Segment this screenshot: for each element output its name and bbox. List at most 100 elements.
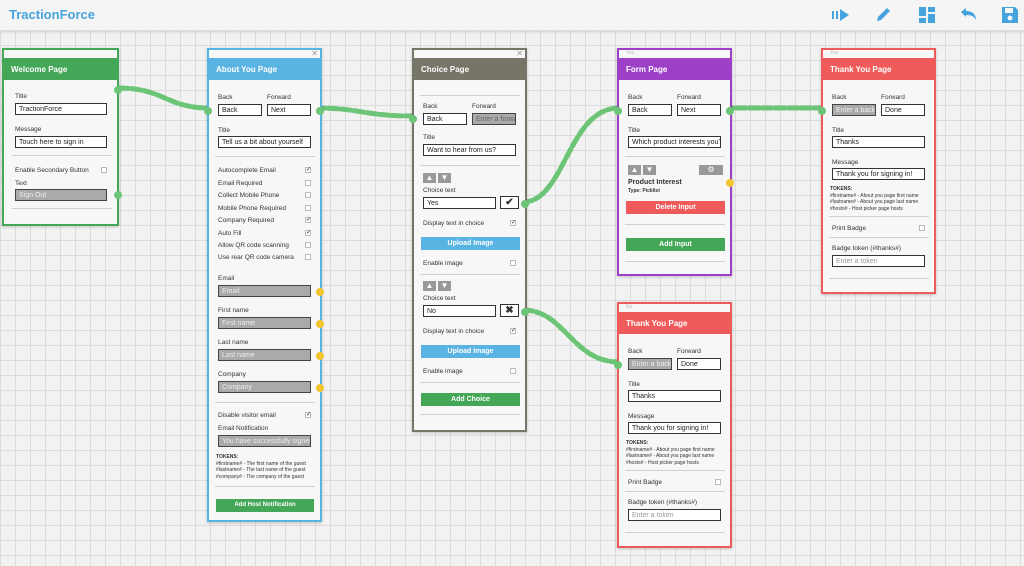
pencil-icon[interactable] xyxy=(872,4,896,26)
enable-image-checkbox[interactable] xyxy=(510,260,516,266)
move-up-icon[interactable]: ▲ xyxy=(423,173,436,183)
divider xyxy=(215,156,315,157)
gear-icon[interactable]: ⚙ xyxy=(699,165,723,175)
input-connector[interactable] xyxy=(818,107,826,115)
check-icon[interactable]: ✔ xyxy=(500,196,519,209)
play-icon[interactable] xyxy=(829,4,853,26)
thanks-message-input[interactable]: Thank you for signing in! xyxy=(832,168,925,180)
form-page-header[interactable]: Form Page xyxy=(619,58,730,80)
enable-image-checkbox[interactable] xyxy=(510,368,516,374)
rear-camera-checkbox[interactable] xyxy=(305,254,311,260)
forward-input[interactable]: Next xyxy=(267,104,311,116)
form-page-card[interactable]: Yes Form Page Back Forward Back Next Tit… xyxy=(614,48,734,276)
divider xyxy=(420,165,520,166)
collect-mobile-checkbox[interactable] xyxy=(305,192,311,198)
divider xyxy=(420,382,520,383)
back-input[interactable]: Enter a back xyxy=(832,104,876,116)
last-name-connector[interactable] xyxy=(316,352,324,360)
upload-image-button[interactable]: Upload Image xyxy=(421,345,520,358)
mobile-required-checkbox[interactable] xyxy=(305,205,311,211)
field-connector[interactable] xyxy=(726,179,734,187)
choice-yes-input[interactable]: Yes xyxy=(423,197,496,209)
welcome-page-header[interactable]: Welcome Page xyxy=(4,58,117,80)
no-output-connector[interactable] xyxy=(521,308,529,316)
choice-page-card[interactable]: ✕ Choice Page Back Forward Back Enter a … xyxy=(409,48,529,432)
welcome-page-card[interactable]: Welcome Page Title TractionForce Message… xyxy=(2,48,122,226)
welcome-title-input[interactable]: TractionForce xyxy=(15,103,107,115)
badge-token-input[interactable]: Enter a token xyxy=(628,509,721,521)
display-text-checkbox[interactable]: ✓ xyxy=(510,220,517,226)
thanks-title-input[interactable]: Thanks xyxy=(628,390,721,402)
close-icon[interactable]: ✕ xyxy=(516,49,523,58)
badge-token-input[interactable]: Enter a token xyxy=(832,255,925,267)
thank-you-page-yes-card[interactable]: Yes Thank You Page Back Forward Enter a … xyxy=(818,48,936,294)
email-notification-input[interactable]: You have successfully signed in xyxy=(218,435,311,447)
move-up-icon[interactable]: ▲ xyxy=(423,281,436,291)
grid-icon[interactable] xyxy=(915,4,939,26)
print-badge-checkbox[interactable] xyxy=(919,225,925,231)
back-input[interactable]: Back xyxy=(218,104,262,116)
back-input[interactable]: Back xyxy=(423,113,467,125)
input-connector[interactable] xyxy=(204,107,212,115)
choice-page-header[interactable]: Choice Page xyxy=(414,58,525,80)
forward-input[interactable]: Done xyxy=(881,104,925,116)
enable-image-label: Enable image xyxy=(423,368,463,375)
output-connector[interactable] xyxy=(316,107,324,115)
secondary-output-connector[interactable] xyxy=(114,191,122,199)
back-input[interactable]: Enter a back xyxy=(628,358,672,370)
email-input[interactable]: Email xyxy=(218,285,311,297)
move-down-icon[interactable]: ▼ xyxy=(438,281,451,291)
input-connector[interactable] xyxy=(614,107,622,115)
email-required-checkbox[interactable] xyxy=(305,180,311,186)
auto-fill-checkbox[interactable]: ✓ xyxy=(305,230,312,236)
badge-token-label: Badge token (#thanks#) xyxy=(832,245,902,252)
yes-output-connector[interactable] xyxy=(521,200,529,208)
forward-input[interactable]: Done xyxy=(677,358,721,370)
disable-visitor-email-checkbox[interactable]: ✓ xyxy=(305,412,312,418)
display-text-checkbox[interactable]: ✓ xyxy=(510,328,517,334)
about-you-page-card[interactable]: ✕ About You Page Back Forward Back Next … xyxy=(204,48,324,522)
back-input[interactable]: Back xyxy=(628,104,672,116)
secondary-button-checkbox[interactable] xyxy=(101,167,107,173)
form-title-input[interactable]: Which product interests you? xyxy=(628,136,721,148)
company-connector[interactable] xyxy=(316,384,324,392)
thanks-title-input[interactable]: Thanks xyxy=(832,136,925,148)
thank-you-page-no-card[interactable]: No Thank You Page Back Forward Enter a b… xyxy=(614,302,732,548)
print-badge-checkbox[interactable] xyxy=(715,479,721,485)
company-input[interactable]: Company xyxy=(218,381,311,393)
upload-image-button[interactable]: Upload Image xyxy=(421,237,520,250)
close-icon[interactable]: ✖ xyxy=(500,304,519,317)
forward-input[interactable]: Enter a forward xyxy=(472,113,516,125)
delete-input-button[interactable]: Delete Input xyxy=(626,201,725,214)
input-connector[interactable] xyxy=(614,361,622,369)
qr-scan-checkbox[interactable] xyxy=(305,242,311,248)
undo-icon[interactable] xyxy=(957,4,981,26)
output-connector[interactable] xyxy=(726,107,734,115)
welcome-message-input[interactable]: Touch here to sign in xyxy=(15,136,107,148)
add-choice-button[interactable]: Add Choice xyxy=(421,393,520,406)
first-name-connector[interactable] xyxy=(316,320,324,328)
thank-you-page-header[interactable]: Thank You Page xyxy=(823,58,934,80)
about-title-input[interactable]: Tell us a bit about yourself xyxy=(218,136,311,148)
choice-title-input[interactable]: Want to hear from us? xyxy=(423,144,516,156)
choice-no-input[interactable]: No xyxy=(423,305,496,317)
first-name-input[interactable]: First name xyxy=(218,317,311,329)
email-connector[interactable] xyxy=(316,288,324,296)
last-name-input[interactable]: Last name xyxy=(218,349,311,361)
move-down-icon[interactable]: ▼ xyxy=(643,165,656,175)
move-down-icon[interactable]: ▼ xyxy=(438,173,451,183)
save-icon[interactable] xyxy=(998,4,1022,26)
thank-you-page-header[interactable]: Thank You Page xyxy=(619,312,730,334)
output-connector[interactable] xyxy=(114,86,122,94)
autocomplete-email-checkbox[interactable]: ✓ xyxy=(305,167,312,173)
thanks-message-input[interactable]: Thank you for signing in! xyxy=(628,422,721,434)
move-up-icon[interactable]: ▲ xyxy=(628,165,641,175)
close-icon[interactable]: ✕ xyxy=(311,49,318,58)
about-page-header[interactable]: About You Page xyxy=(209,58,320,80)
add-host-notification-button[interactable]: Add Host Notification xyxy=(216,499,314,512)
forward-input[interactable]: Next xyxy=(677,104,721,116)
secondary-text-input[interactable]: Sign Out xyxy=(15,189,107,201)
company-required-checkbox[interactable]: ✓ xyxy=(305,217,312,223)
input-connector[interactable] xyxy=(409,115,417,123)
add-input-button[interactable]: Add Input xyxy=(626,238,725,251)
